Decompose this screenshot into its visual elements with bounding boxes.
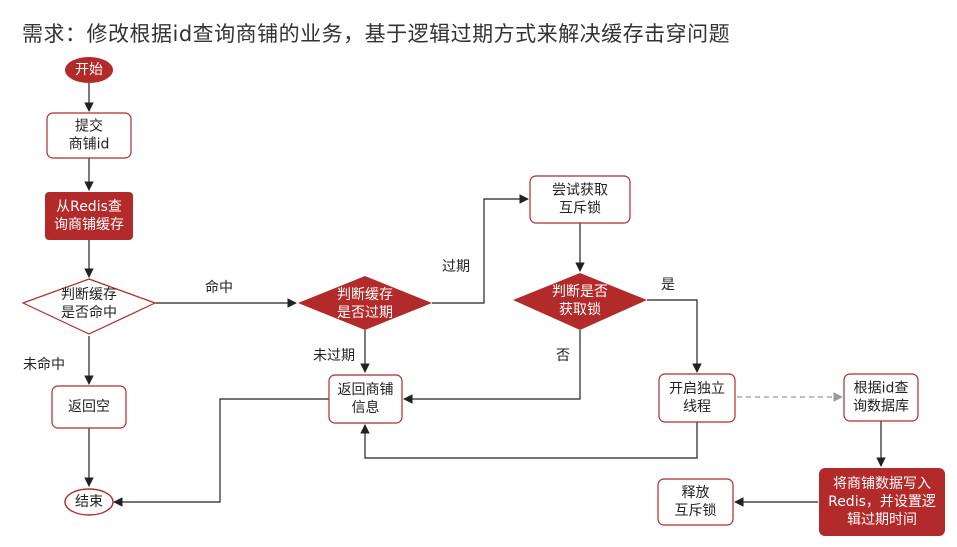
- node-label-line: 开始: [75, 62, 103, 78]
- node-label: 返回空: [68, 399, 110, 415]
- node-label: 将商铺数据写入 Redis，并设置逻辑过期时间: [828, 476, 936, 528]
- node-label: 判断是否获取锁: [552, 284, 608, 318]
- node-check-cache-expired: 判断缓存是否过期: [298, 276, 432, 330]
- node-release-mutex: 释放互斥锁: [657, 478, 734, 526]
- node-label: 释放互斥锁: [675, 485, 717, 519]
- node-label: 返回商铺信息: [338, 382, 394, 416]
- node-label: 开始: [75, 62, 103, 78]
- edges: [84, 83, 886, 507]
- node-label-line: 释放: [682, 485, 710, 501]
- node-check-cache-hit: 判断缓存是否命中: [21, 278, 157, 335]
- edge-returninfo-end: [113, 398, 329, 507]
- node-label-line: 判断缓存: [337, 287, 393, 303]
- node-label-line: 询商铺缓存: [54, 217, 124, 233]
- node-label-line: 是否命中: [61, 304, 117, 321]
- node-return-shop-info: 返回商铺信息: [328, 374, 403, 424]
- node-label-line: 开启独立: [669, 381, 725, 397]
- label-miss: 未命中: [23, 356, 65, 373]
- node-label-line: Redis，并设置逻: [828, 494, 936, 510]
- node-label-line: 返回空: [68, 399, 110, 415]
- node-label-line: 提交: [75, 118, 103, 135]
- label-no: 否: [556, 348, 570, 364]
- node-end: 结束: [64, 488, 114, 516]
- node-label: 开启独立线程: [669, 381, 725, 415]
- node-label-line: 将商铺数据写入: [833, 476, 931, 492]
- node-label-line: 询数据库: [853, 399, 909, 415]
- node-start: 开始: [65, 57, 113, 83]
- node-label: 判断缓存是否过期: [337, 287, 393, 321]
- edge-newthread-returninfo: [360, 422, 698, 459]
- edge-no-returninfo: [403, 330, 581, 404]
- edge-yes-newthread: [647, 299, 702, 373]
- node-query-database: 根据id查询数据库: [843, 373, 919, 422]
- node-return-null: 返回空: [51, 385, 127, 429]
- edge-expired-trylock: [432, 194, 529, 304]
- node-label: 尝试获取互斥锁: [552, 183, 608, 217]
- node-start-new-thread: 开启独立线程: [658, 373, 736, 423]
- label-not-expired: 未过期: [313, 348, 355, 364]
- node-label: 根据id查询数据库: [853, 381, 909, 415]
- node-label: 判断缓存是否命中: [61, 287, 117, 321]
- node-label-line: 返回商铺: [338, 382, 394, 398]
- node-label-line: 判断缓存: [61, 287, 117, 303]
- page-title: 需求：修改根据id查询商铺的业务，基于逻辑过期方式来解决缓存击穿问题: [22, 22, 731, 46]
- label-yes: 是: [661, 277, 675, 293]
- node-submit-shop-id: 提交商铺id: [46, 112, 132, 159]
- node-label-line: 判断是否: [552, 284, 608, 300]
- node-label: 提交商铺id: [69, 118, 110, 153]
- node-label-line: 根据id查: [854, 381, 909, 397]
- node-write-redis-logical-expire: 将商铺数据写入 Redis，并设置逻辑过期时间: [819, 468, 945, 536]
- node-label-line: 信息: [352, 399, 380, 416]
- node-label-line: 获取锁: [559, 302, 601, 318]
- node-label-line: 商铺id: [69, 137, 110, 153]
- label-expired: 过期: [442, 259, 470, 275]
- label-hit: 命中: [205, 279, 233, 296]
- node-label-line: 线程: [683, 399, 711, 415]
- node-label-line: 辑过期时间: [847, 512, 917, 528]
- node-label: 结束: [75, 494, 103, 510]
- node-label-line: 互斥锁: [559, 201, 601, 217]
- node-label-line: 从Redis查: [56, 199, 122, 215]
- node-label: 从Redis查询商铺缓存: [54, 199, 124, 233]
- node-label-line: 互斥锁: [675, 503, 717, 519]
- node-label-line: 尝试获取: [552, 183, 608, 199]
- node-check-got-lock: 判断是否获取锁: [513, 273, 647, 330]
- node-query-redis-cache: 从Redis查询商铺缓存: [45, 192, 133, 240]
- node-label-line: 是否过期: [337, 305, 393, 321]
- node-label-line: 结束: [75, 494, 103, 510]
- node-try-get-mutex: 尝试获取互斥锁: [529, 175, 631, 224]
